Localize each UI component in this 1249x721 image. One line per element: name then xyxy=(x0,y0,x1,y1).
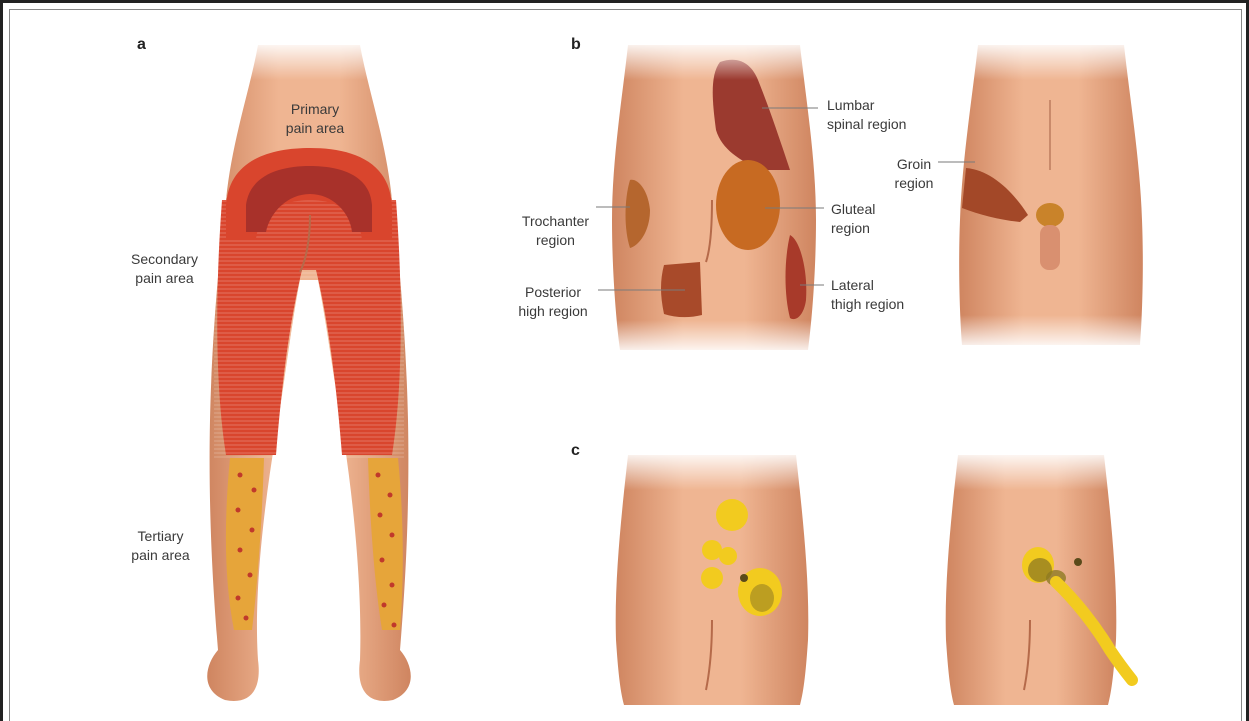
posterior-label: Posterior high region xyxy=(503,283,603,321)
gluteal-label: Gluteal region xyxy=(831,200,875,238)
panel-c-right xyxy=(940,450,1140,705)
yellow-marker-upper xyxy=(716,499,748,531)
trochanter-label: Trochanter region xyxy=(503,212,608,250)
panel-b-front xyxy=(950,40,1160,350)
lumbar-label: Lumbar spinal region xyxy=(827,96,906,134)
secondary-pain-label: Secondary pain area xyxy=(112,250,217,288)
panel-c-left xyxy=(600,450,830,705)
tertiary-left xyxy=(226,458,264,630)
primary-pain-label: Primary pain area xyxy=(270,100,360,138)
panel-b-letter: b xyxy=(571,36,581,54)
panel-a-body xyxy=(200,40,420,701)
panel-c-letter: c xyxy=(571,442,580,460)
panel-b-back xyxy=(600,40,830,355)
tertiary-pain-label: Tertiary pain area xyxy=(118,527,203,565)
genital-shape xyxy=(1040,225,1060,270)
gluteal-region xyxy=(716,160,780,250)
lateral-thigh-label: Lateral thigh region xyxy=(831,276,904,314)
groin-label: Groin region xyxy=(884,155,944,193)
pubic-area xyxy=(1036,203,1064,227)
panel-a-letter: a xyxy=(137,36,146,54)
